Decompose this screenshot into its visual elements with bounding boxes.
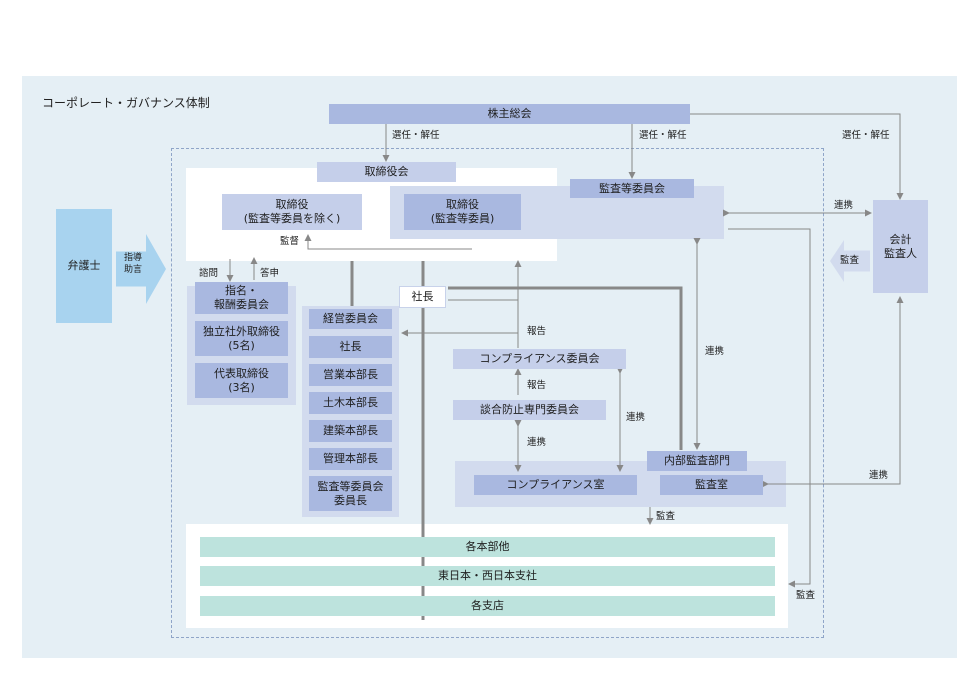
lawyer: 弁護士	[56, 209, 112, 323]
supervision-label: 監督	[280, 236, 300, 247]
directors-audit-committee: 取締役 (監査等委員)	[404, 194, 521, 230]
audit-office: 監査室	[660, 475, 763, 495]
consultation-label: 諮問	[199, 268, 219, 279]
independent-outside-directors: 独立社外取締役 (5名)	[195, 321, 288, 356]
president-top: 社長	[399, 286, 446, 308]
elect-dismiss-label: 選任・解任	[639, 130, 687, 141]
audit-label: 監査	[656, 511, 676, 522]
answer-label: 答申	[260, 268, 280, 279]
each-headquarters: 各本部他	[200, 537, 775, 557]
board-of-directors: 取締役会	[317, 162, 456, 182]
guidance-advice-label: 指導 助言	[124, 253, 143, 275]
east-west-branch-offices: 東日本・西日本支社	[200, 566, 775, 586]
coordination-label: 連携	[705, 346, 725, 357]
management-committee: 経営委員会	[309, 309, 392, 329]
page-title: コーポレート・ガバナンス体制	[42, 96, 210, 110]
audit-committee: 監査等委員会	[570, 179, 694, 198]
antitrust-committee: 談合防止専門委員会	[453, 400, 606, 420]
report-label: 報告	[527, 380, 547, 391]
shareholders-meeting: 株主総会	[329, 104, 690, 124]
audit-committee-chair: 監査等委員会 委員長	[309, 476, 392, 511]
representative-directors: 代表取締役 (3名)	[195, 363, 288, 398]
coordination-label: 連携	[869, 470, 889, 481]
audit-label: 監査	[796, 590, 816, 601]
external-audit-label: 監査	[840, 255, 860, 266]
each-branch: 各支店	[200, 596, 775, 616]
accounting-auditor: 会計 監査人	[873, 200, 928, 293]
coordination-label: 連携	[527, 437, 547, 448]
president: 社長	[309, 336, 392, 358]
coordination-label: 連携	[626, 412, 646, 423]
nomination-committee: 指名・ 報酬委員会	[195, 282, 288, 314]
compliance-committee: コンプライアンス委員会	[453, 349, 626, 369]
compliance-office: コンプライアンス室	[474, 475, 637, 495]
directors-excluding-audit: 取締役 (監査等委員を除く)	[222, 194, 362, 230]
internal-audit-department: 内部監査部門	[647, 451, 747, 471]
civil-engineering-hq-head: 土木本部長	[309, 392, 392, 414]
sales-hq-head: 営業本部長	[309, 364, 392, 386]
elect-dismiss-label: 選任・解任	[842, 130, 890, 141]
coordination-label: 連携	[834, 200, 854, 211]
administration-hq-head: 管理本部長	[309, 448, 392, 470]
elect-dismiss-label: 選任・解任	[392, 130, 440, 141]
building-hq-head: 建築本部長	[309, 420, 392, 442]
report-label: 報告	[527, 326, 547, 337]
